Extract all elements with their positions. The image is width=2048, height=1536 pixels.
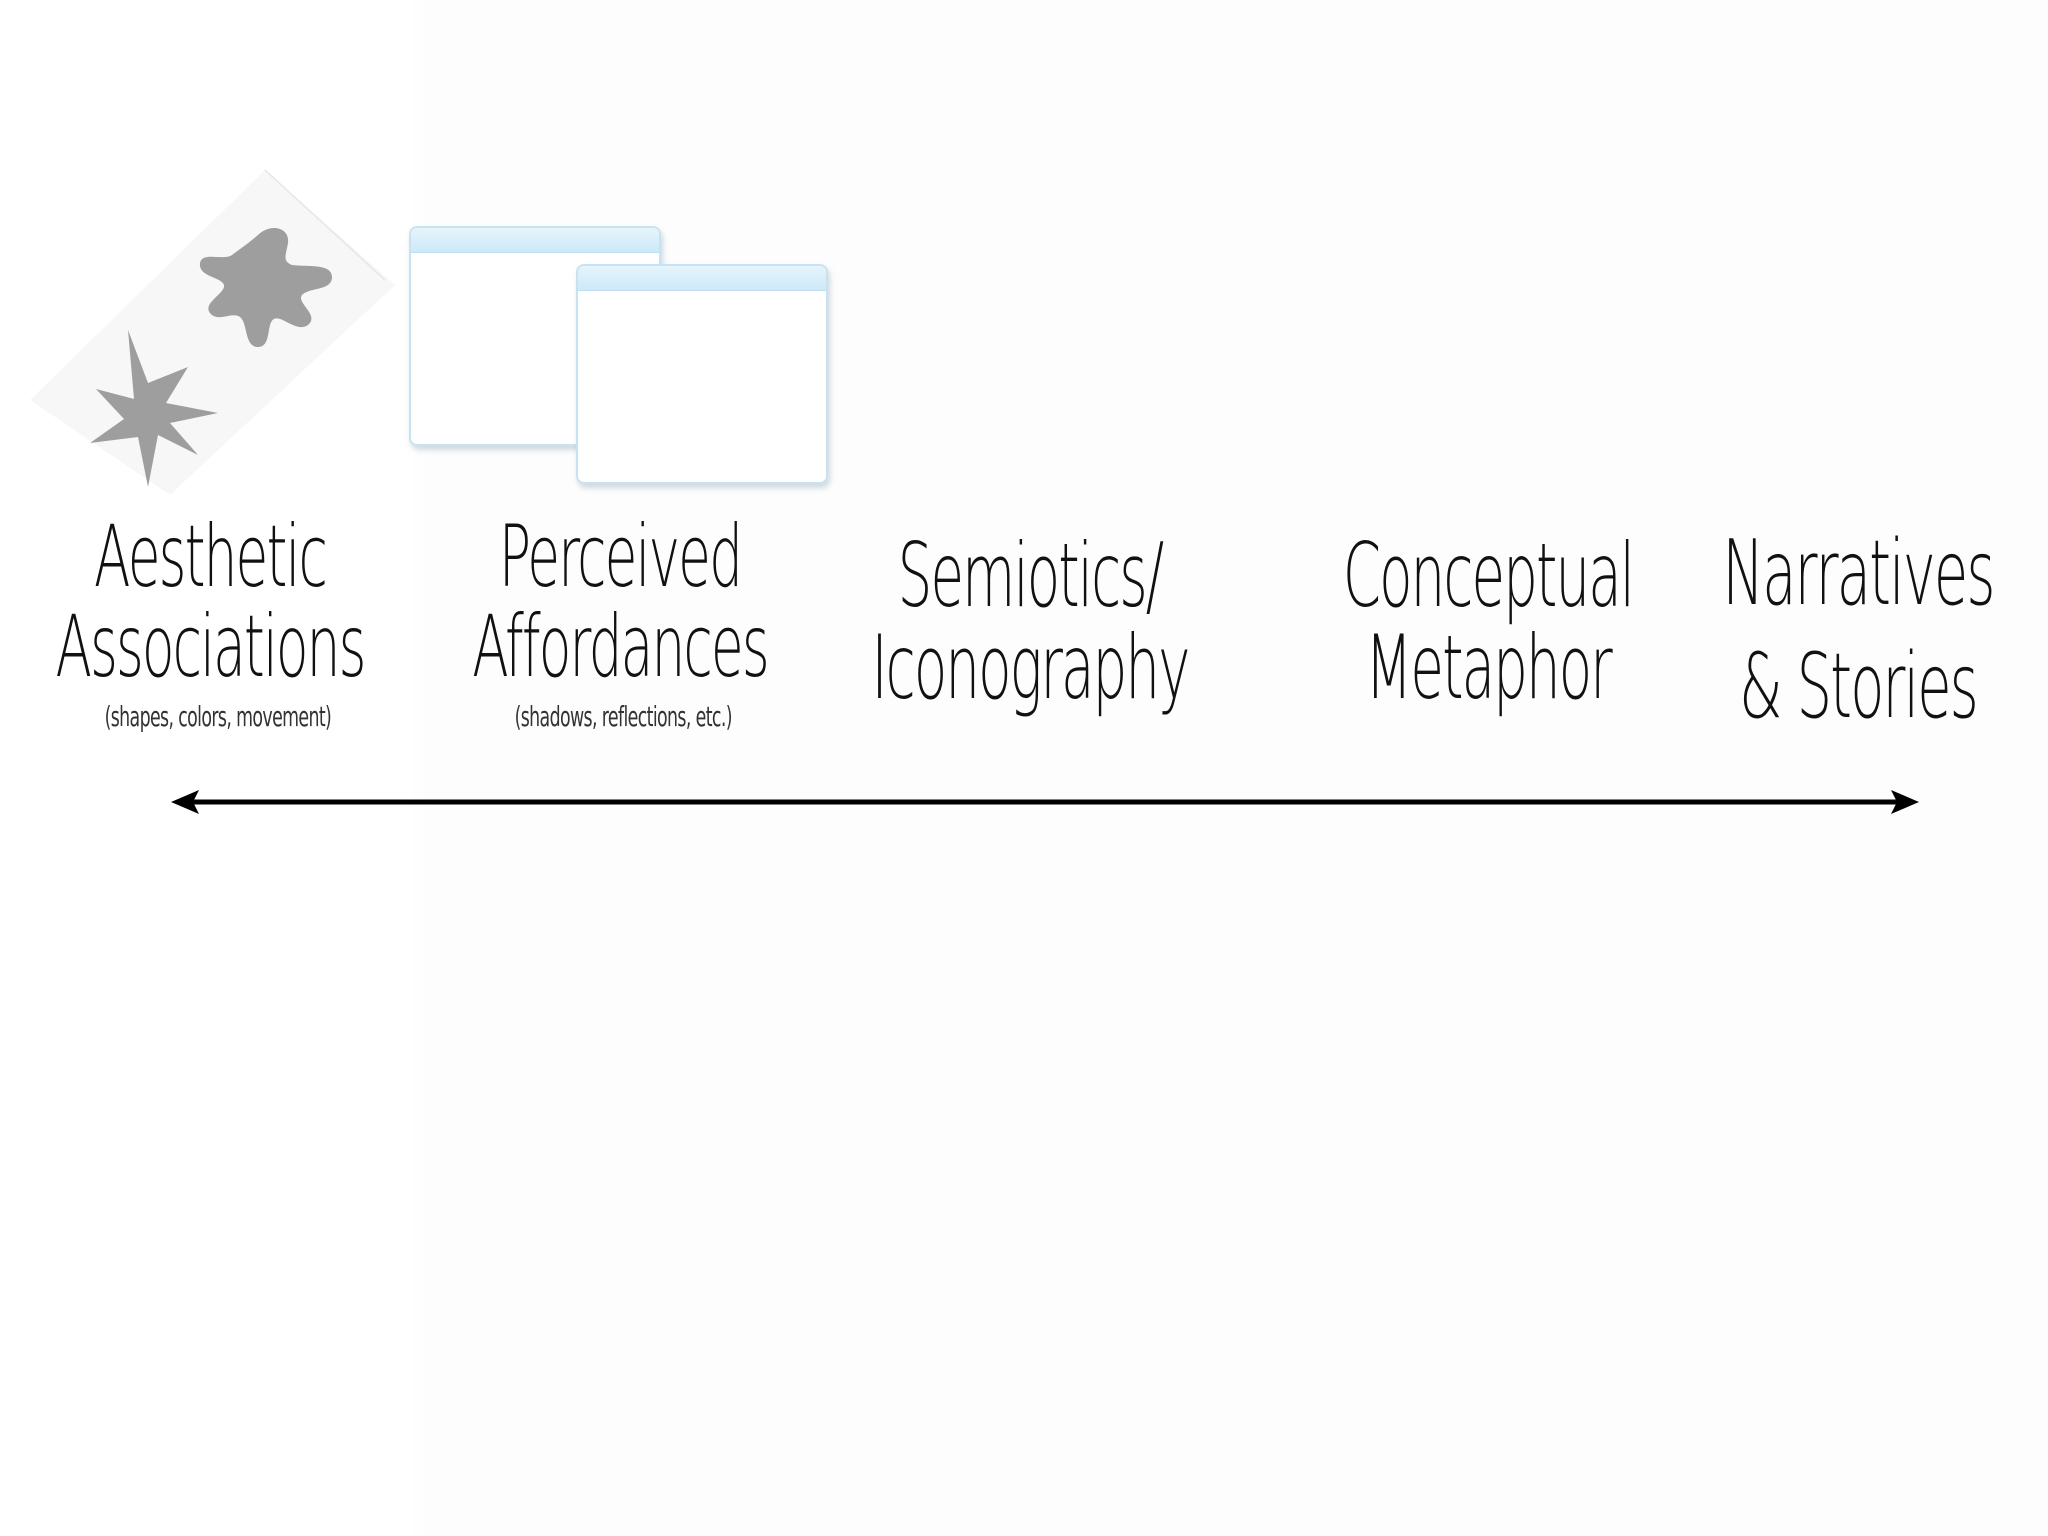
arrow-head-right bbox=[1891, 790, 1919, 814]
label-line: Conceptual bbox=[1342, 524, 1635, 627]
label-line: & Stories bbox=[1739, 633, 1979, 739]
window-back-titlebar bbox=[411, 228, 659, 253]
splat-icon bbox=[199, 228, 332, 347]
label-aesthetic-associations: Aesthetic Associations bbox=[49, 512, 371, 693]
label-narratives-stories: Narratives & Stories bbox=[1697, 518, 2019, 743]
label-line: Iconography bbox=[871, 616, 1190, 720]
label-conceptual-metaphor: Conceptual Metaphor bbox=[1327, 524, 1649, 720]
sublabel-perceived: (shadows, reflections, etc.) bbox=[514, 700, 733, 733]
label-line: Aesthetic bbox=[94, 507, 328, 607]
shapes-backdrop bbox=[30, 170, 395, 495]
label-line: Metaphor bbox=[1365, 616, 1612, 720]
sublabel-aesthetic: (shapes, colors, movement) bbox=[104, 700, 332, 733]
label-perceived-affordances: Perceived Affordances bbox=[459, 512, 781, 693]
arrow-head-left bbox=[171, 790, 199, 814]
label-line: Perceived bbox=[498, 507, 743, 607]
label-line: Associations bbox=[55, 597, 366, 698]
label-line: Affordances bbox=[472, 597, 769, 698]
label-line: Narratives bbox=[1722, 521, 1995, 626]
backdrop-edge-line bbox=[264, 169, 386, 281]
window-front-titlebar bbox=[578, 266, 826, 291]
star-burst-icon bbox=[90, 330, 218, 487]
label-line: Semiotics/ bbox=[897, 524, 1165, 627]
window-front-icon bbox=[576, 264, 828, 484]
spectrum-arrow bbox=[171, 790, 1919, 814]
aesthetic-shapes-graphic bbox=[30, 169, 395, 495]
label-semiotics-iconography: Semiotics/ Iconography bbox=[869, 524, 1191, 720]
